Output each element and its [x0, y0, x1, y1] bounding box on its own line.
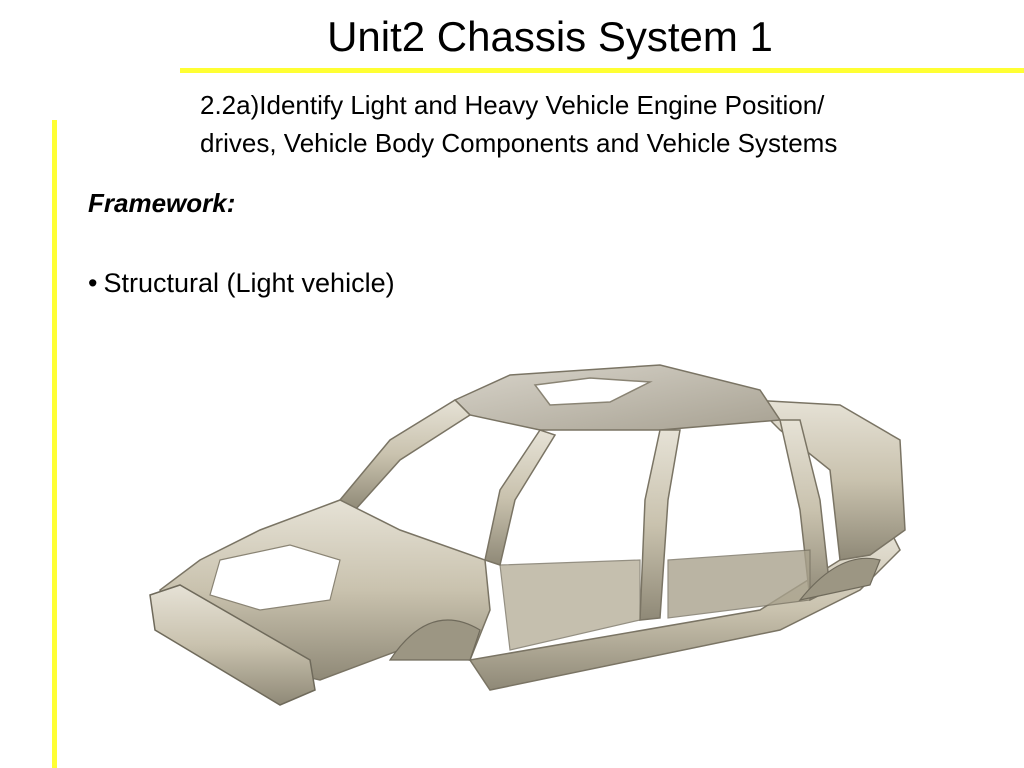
- car-body-frame-image: [149, 364, 906, 706]
- title-accent-rule: [180, 68, 1024, 73]
- subtitle-line-1: 2.2a)Identify Light and Heavy Vehicle En…: [200, 90, 825, 120]
- bullet-item: •Structural (Light vehicle): [88, 268, 395, 299]
- slide-title: Unit2 Chassis System 1: [327, 13, 773, 60]
- left-accent-rule: [52, 120, 57, 768]
- subtitle-line-2: drives, Vehicle Body Components and Vehi…: [200, 128, 838, 158]
- slide-subtitle: 2.2a)Identify Light and Heavy Vehicle En…: [200, 86, 1000, 162]
- bullet-marker: •: [88, 268, 98, 298]
- bullet-text: Structural (Light vehicle): [103, 268, 395, 298]
- section-heading: Framework:: [88, 188, 236, 218]
